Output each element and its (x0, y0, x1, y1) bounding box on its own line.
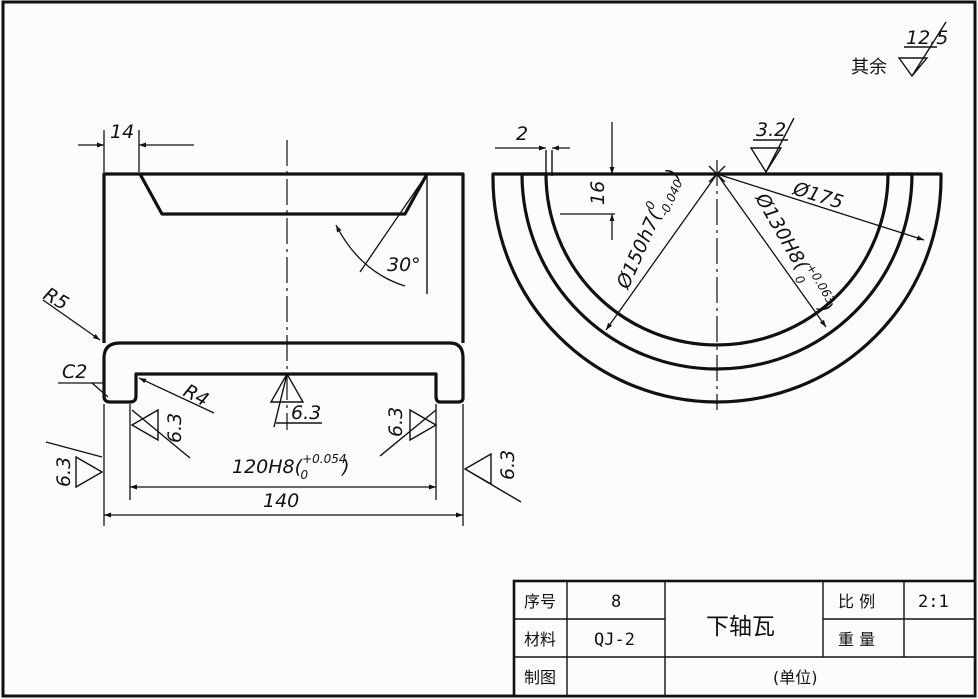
outer-diameter-dim: Ø175 (790, 177, 846, 213)
scale-label: 比 例 (838, 592, 875, 611)
chamfer-label: C2 (62, 361, 87, 383)
serial-label: 序号 (524, 592, 556, 611)
groove-outline (138, 173, 429, 216)
part-name: 下轴瓦 (706, 614, 775, 640)
base-section-hatched (102, 341, 465, 404)
material-label: 材料 (524, 630, 556, 649)
base-roughness-value: 6.3 (291, 402, 321, 424)
unit-label: (单位) (773, 668, 818, 687)
angle-dim: 30° (387, 254, 421, 276)
roughness-symbol-icon (897, 21, 947, 78)
bore-roughness-icon (749, 117, 795, 174)
serial-value: 8 (611, 592, 621, 612)
depth-dim: 16 (587, 181, 609, 205)
front-view: 14 30° R5 C2 R4 6.3 6.3 6.3 6.3 6.3 (40, 121, 522, 526)
fillet-outer-label: R5 (40, 283, 73, 315)
svg-text:6.3: 6.3 (497, 450, 519, 480)
total-width-dim: 140 (263, 490, 299, 512)
fillet-inner-label: R4 (180, 380, 213, 411)
inner-right-roughness-icon (379, 408, 438, 457)
outer-left-roughness-icon (45, 441, 104, 489)
material-value: QJ-2 (594, 630, 635, 650)
drawn-label: 制图 (524, 668, 556, 687)
general-roughness-value: 12.5 (906, 27, 948, 49)
title-block: 序号 8 材料 QJ-2 制图 下轴瓦 比 例 2:1 重 量 (单位) (512, 579, 977, 698)
wall-offset-dim: 2 (516, 123, 528, 145)
general-roughness-label: 其余 (851, 57, 887, 78)
base-roughness-icon (269, 372, 305, 428)
outer-fit-dim: Ø150h7(0-0.040) (608, 164, 688, 295)
outer-shell (491, 172, 943, 404)
bore-roughness-value: 3.2 (756, 119, 786, 141)
body-outline (102, 172, 465, 343)
svg-text:6.3: 6.3 (385, 407, 407, 437)
groove-width-dim: 14 (110, 121, 134, 143)
general-roughness: 其余 12.5 (851, 21, 948, 78)
svg-text:6.3: 6.3 (53, 457, 75, 487)
outer-right-roughness-icon (463, 452, 522, 503)
side-view: 2 16 Ø150h7(0-0.040) Ø130H8(+0.0630) Ø17… (491, 117, 943, 410)
inner-left-roughness-icon (130, 408, 191, 459)
scale-value: 2:1 (918, 592, 949, 612)
svg-text:6.3: 6.3 (164, 413, 186, 443)
weight-label: 重 量 (838, 630, 875, 649)
